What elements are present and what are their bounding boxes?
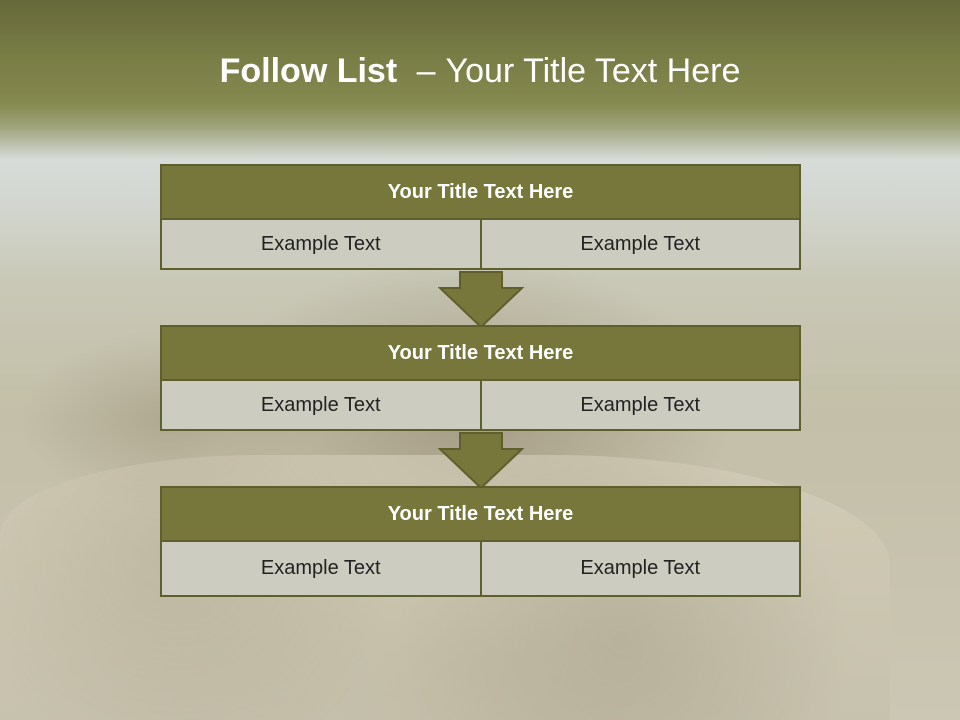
step-title: Your Title Text Here <box>160 325 801 381</box>
step-block-2: Your Title Text Here Example Text Exampl… <box>160 325 801 431</box>
slide-title: Follow List –Your Title Text Here <box>0 52 960 91</box>
step-cell-right: Example Text <box>481 542 801 597</box>
step-cell-right: Example Text <box>481 381 801 431</box>
step-cell-left: Example Text <box>160 381 482 431</box>
title-banner <box>0 0 960 160</box>
step-title: Your Title Text Here <box>160 486 801 542</box>
step-block-1: Your Title Text Here Example Text Exampl… <box>160 164 801 270</box>
down-arrow-icon <box>438 432 524 490</box>
slide-title-separator: – <box>416 52 436 90</box>
step-block-3: Your Title Text Here Example Text Exampl… <box>160 486 801 597</box>
step-cell-left: Example Text <box>160 220 482 270</box>
step-row: Example Text Example Text <box>160 381 801 431</box>
slide-title-lead: Follow List <box>219 52 398 90</box>
slide-title-rest: Your Title Text Here <box>445 52 741 90</box>
step-row: Example Text Example Text <box>160 542 801 597</box>
step-row: Example Text Example Text <box>160 220 801 270</box>
down-arrow-icon <box>438 271 524 329</box>
step-cell-right: Example Text <box>481 220 801 270</box>
step-cell-left: Example Text <box>160 542 482 597</box>
step-title: Your Title Text Here <box>160 164 801 220</box>
